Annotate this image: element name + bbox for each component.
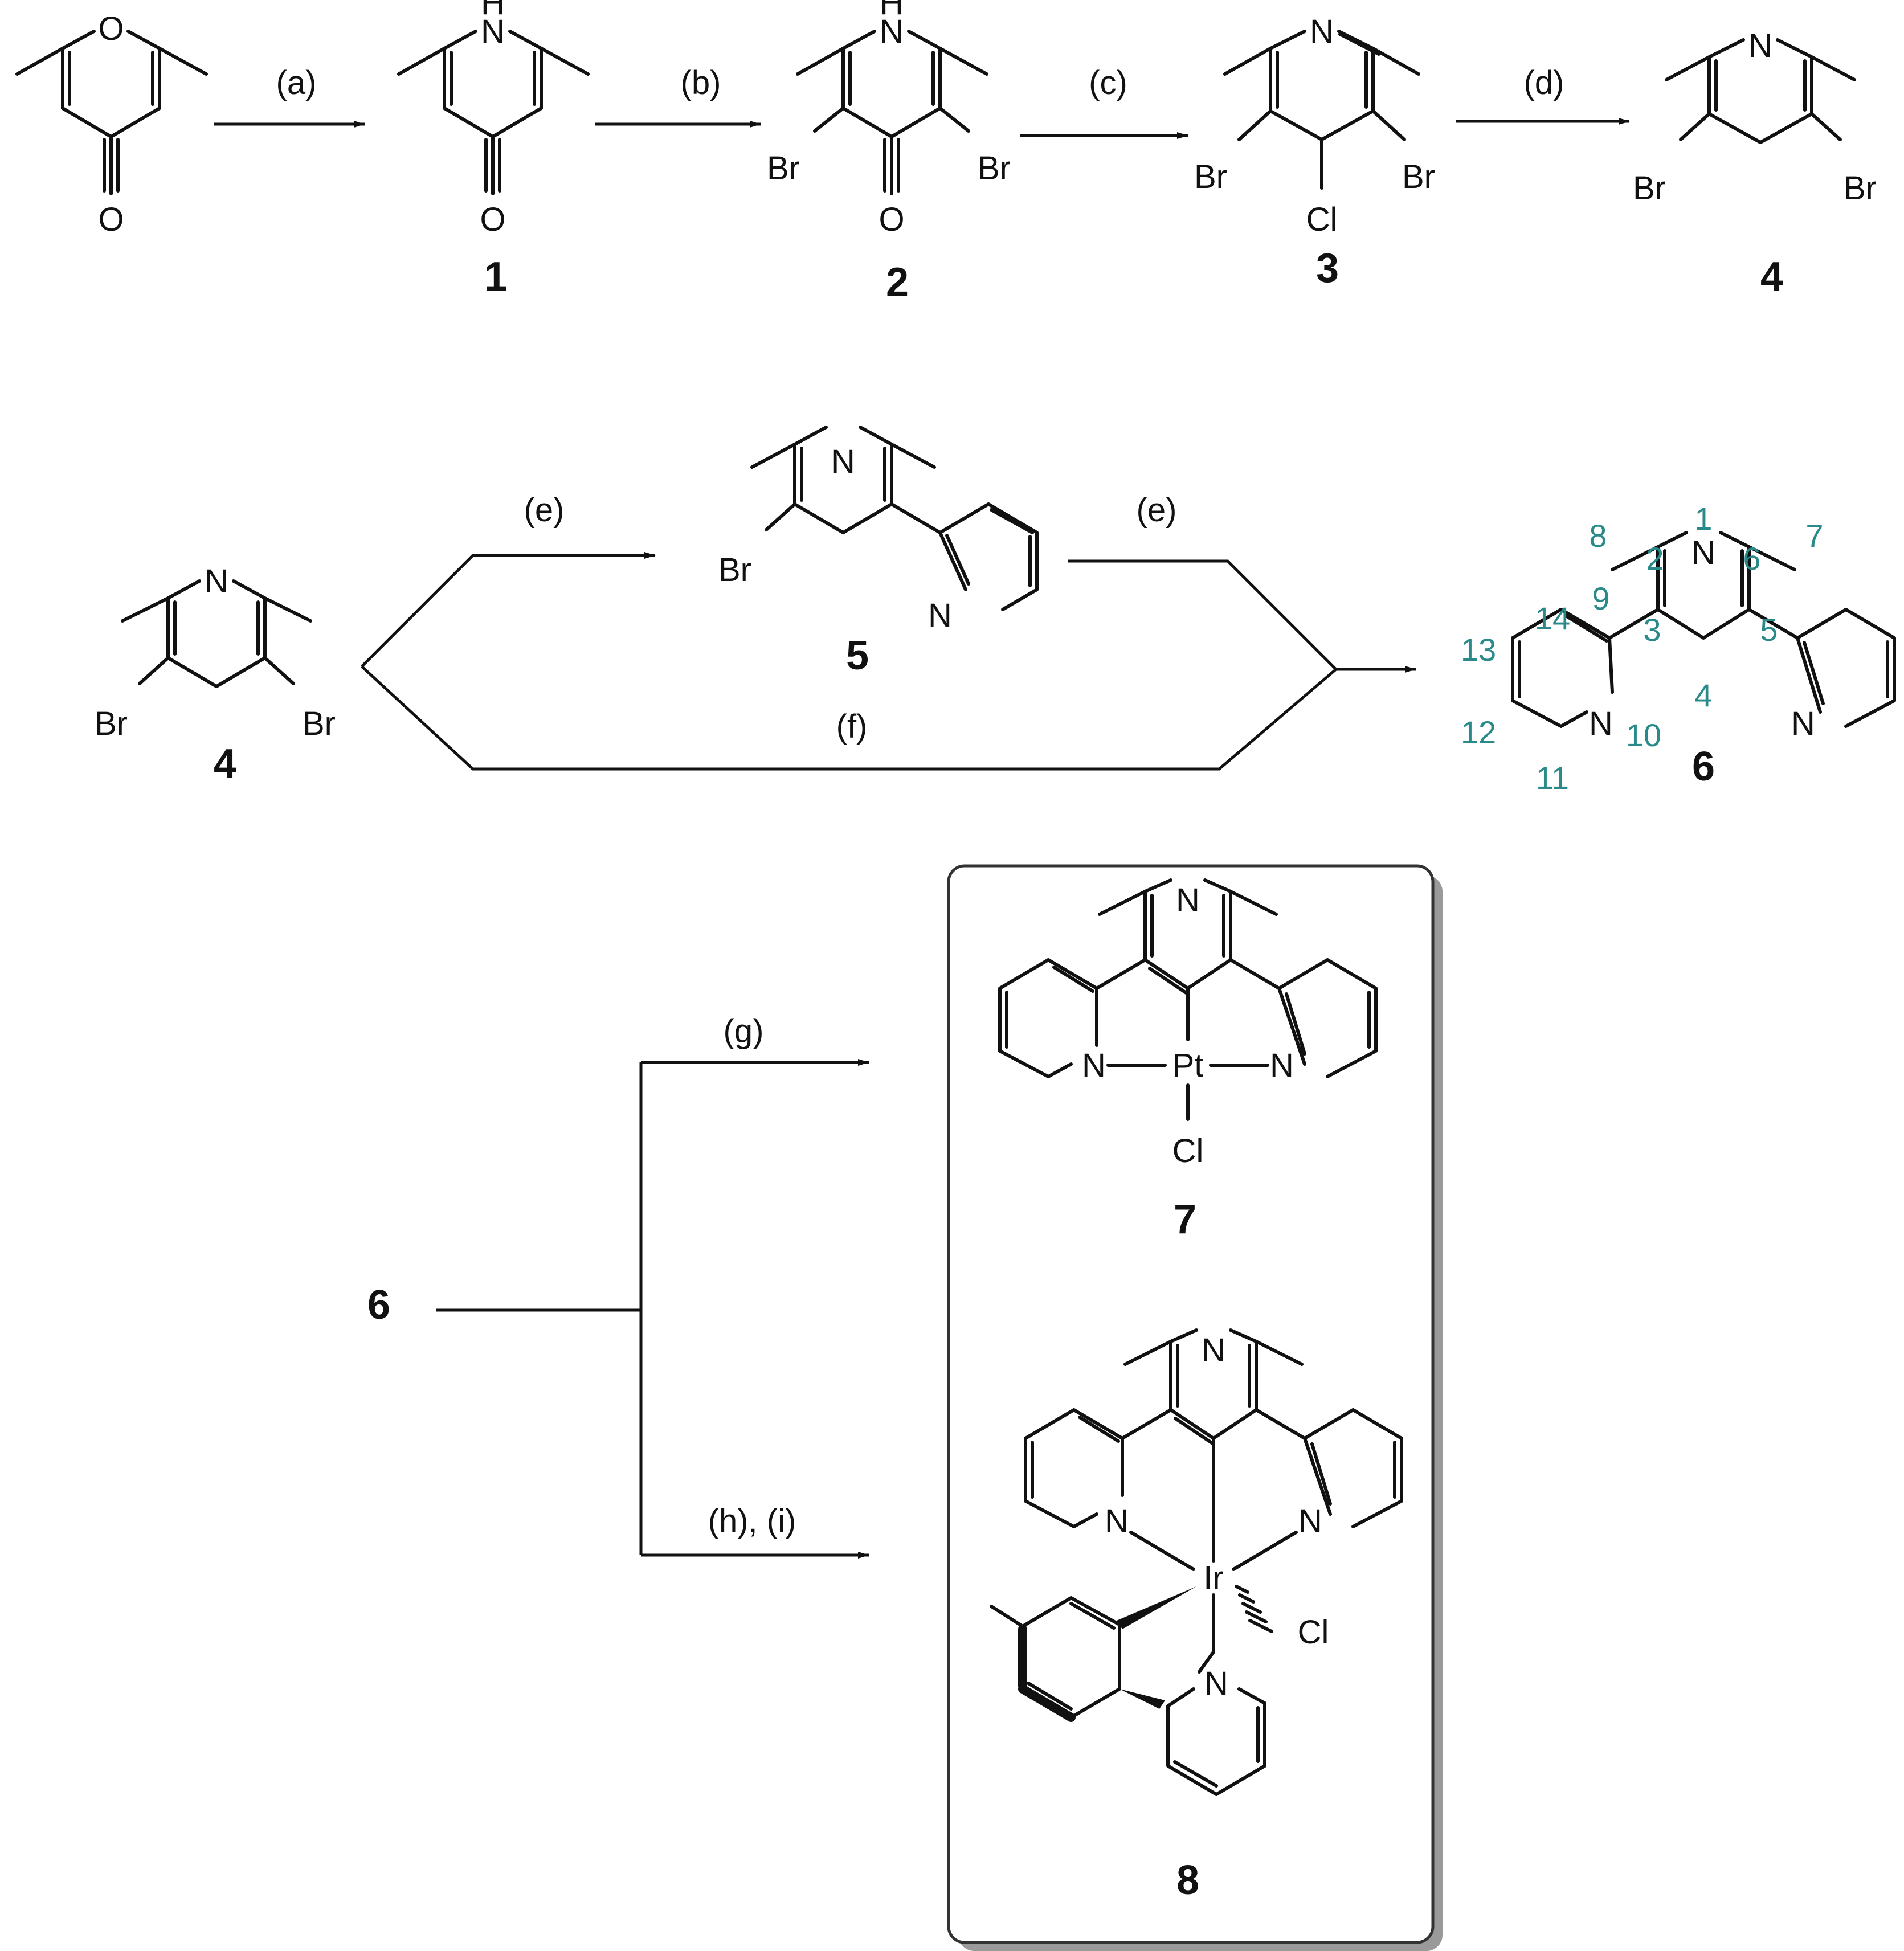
atom-pt: Pt xyxy=(1172,1047,1204,1084)
compound-label-6-start: 6 xyxy=(367,1282,390,1328)
position-label: 8 xyxy=(1589,518,1607,554)
compound-4-structure: N Br Br xyxy=(1633,27,1877,207)
step-label-b: (b) xyxy=(681,64,721,101)
atom-br: Br xyxy=(1633,170,1666,207)
atom-br: Br xyxy=(1194,158,1227,195)
position-label: 1 xyxy=(1694,501,1712,537)
atom-n: N xyxy=(880,13,904,50)
position-label: 12 xyxy=(1461,714,1496,750)
route-e-second xyxy=(1068,559,1416,673)
compound-label-8: 8 xyxy=(1176,1858,1199,1903)
compound-4-structure: N Br Br xyxy=(95,563,336,742)
step-label-e: (e) xyxy=(524,492,565,529)
atom-cl: Cl xyxy=(1172,1132,1204,1169)
branch-line xyxy=(436,1062,643,1555)
atom-br: Br xyxy=(1844,170,1877,207)
compound-label-5: 5 xyxy=(846,633,869,678)
step-label-c: (c) xyxy=(1089,64,1127,101)
atom-n: N xyxy=(1176,882,1200,919)
compound-label-6: 6 xyxy=(1692,744,1715,790)
compound-1-structure: H N O xyxy=(397,0,590,238)
compound-7-structure: N N N Pt Cl xyxy=(998,878,1378,1169)
starting-pyranone: O O xyxy=(15,10,208,238)
atom-n: N xyxy=(831,443,855,480)
atom-n: N xyxy=(1748,27,1772,64)
atom-br: Br xyxy=(95,705,128,742)
atom-n: N xyxy=(1204,1665,1228,1702)
step-label-d: (d) xyxy=(1524,64,1564,101)
compound-6-structure: N N N xyxy=(1511,531,1896,742)
compound-label-7: 7 xyxy=(1174,1197,1196,1242)
atom-n: N xyxy=(1270,1047,1294,1084)
position-label: 5 xyxy=(1760,612,1778,648)
compound-label-2: 2 xyxy=(886,260,909,305)
position-label: 11 xyxy=(1536,760,1569,796)
step-label-f: (f) xyxy=(836,708,868,745)
step-label-e: (e) xyxy=(1137,492,1177,529)
atom-ir: Ir xyxy=(1203,1560,1223,1597)
compound-2-structure: H N Br Br O xyxy=(767,0,1011,238)
position-label: 3 xyxy=(1643,612,1661,648)
atom-n: N xyxy=(1105,1503,1129,1540)
position-label: 6 xyxy=(1743,541,1760,576)
atom-cl: Cl xyxy=(1306,201,1338,238)
step-label-a: (a) xyxy=(276,64,317,101)
compound-8-structure: N N N Ir Cl N xyxy=(990,1328,1403,1796)
atom-n: N xyxy=(1691,534,1715,571)
atom-n: N xyxy=(1202,1332,1225,1369)
position-label: 13 xyxy=(1461,632,1496,668)
position-label: 14 xyxy=(1535,600,1570,636)
atom-cl: Cl xyxy=(1298,1614,1329,1651)
step-label-hi: (h), (i) xyxy=(708,1503,796,1540)
position-label: 7 xyxy=(1805,518,1823,554)
step-label-g: (g) xyxy=(724,1013,764,1050)
compound-label-1: 1 xyxy=(484,254,507,300)
atom-o: O xyxy=(98,201,124,238)
position-label: 2 xyxy=(1646,541,1664,576)
route-f-lower xyxy=(361,665,1337,771)
atom-n: N xyxy=(481,13,505,50)
atom-n: N xyxy=(1082,1047,1106,1084)
atom-numbering: 1 2 3 4 5 6 7 8 9 10 11 12 13 14 xyxy=(1461,501,1824,796)
compound-label-4: 4 xyxy=(214,741,236,787)
atom-o: O xyxy=(98,10,124,47)
atom-n: N xyxy=(928,597,952,634)
atom-n: N xyxy=(1589,705,1613,742)
route-e-upper xyxy=(361,552,656,668)
atom-br: Br xyxy=(718,551,751,588)
compound-label-3: 3 xyxy=(1316,246,1339,291)
atom-br: Br xyxy=(767,150,800,187)
atom-br: Br xyxy=(303,705,336,742)
position-label: 10 xyxy=(1626,717,1661,753)
atom-o: O xyxy=(480,201,505,238)
atom-n: N xyxy=(1310,13,1334,50)
atom-n: N xyxy=(205,563,228,600)
atom-o: O xyxy=(879,201,904,238)
compound-3-structure: N Br Br Cl xyxy=(1194,13,1435,238)
atom-n: N xyxy=(1298,1503,1322,1540)
atom-br: Br xyxy=(1402,158,1435,195)
atom-br: Br xyxy=(978,150,1011,187)
position-label: 9 xyxy=(1592,580,1609,616)
atom-h: H xyxy=(481,0,505,22)
compound-label-4: 4 xyxy=(1760,254,1783,300)
product-box xyxy=(947,864,1435,1944)
compound-5-structure: N Br N xyxy=(718,426,1039,634)
atom-h: H xyxy=(880,0,904,22)
position-label: 4 xyxy=(1694,677,1712,713)
atom-n: N xyxy=(1791,705,1815,742)
